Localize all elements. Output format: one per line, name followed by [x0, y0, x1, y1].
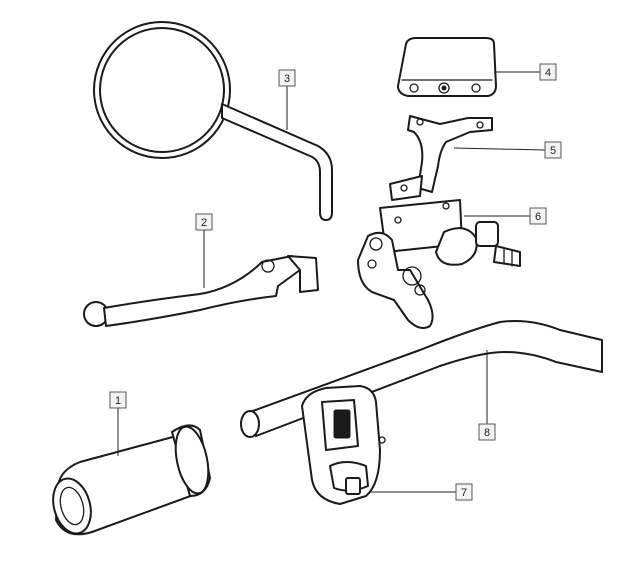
brake-lever-part — [83, 255, 319, 327]
callout-3-label: 3 — [284, 73, 290, 85]
switch-housing-part — [301, 385, 386, 505]
mirror-bracket-part — [407, 115, 493, 193]
handle-grip-part — [52, 424, 211, 536]
callout-5-label: 5 — [550, 145, 556, 157]
callout-5: 5 — [544, 141, 562, 159]
callout-3: 3 — [278, 69, 296, 87]
callout-6: 6 — [529, 207, 547, 225]
callout-6-label: 6 — [535, 211, 541, 223]
master-cylinder-part — [357, 175, 521, 329]
callout-7: 7 — [455, 483, 473, 501]
callout-8-label: 8 — [484, 427, 490, 439]
callout-2: 2 — [195, 213, 213, 231]
callout-1-label: 1 — [115, 395, 121, 407]
callout-7-label: 7 — [461, 487, 467, 499]
callout-8: 8 — [478, 423, 496, 441]
mirror-part — [93, 21, 333, 221]
callout-4-label: 4 — [545, 67, 551, 79]
handlebar-part — [240, 320, 603, 438]
callout-2-label: 2 — [201, 217, 207, 229]
reservoir-cover-part — [397, 37, 497, 97]
callout-1: 1 — [109, 391, 127, 409]
callout-leaders — [117, 71, 546, 493]
callout-4: 4 — [539, 63, 557, 81]
